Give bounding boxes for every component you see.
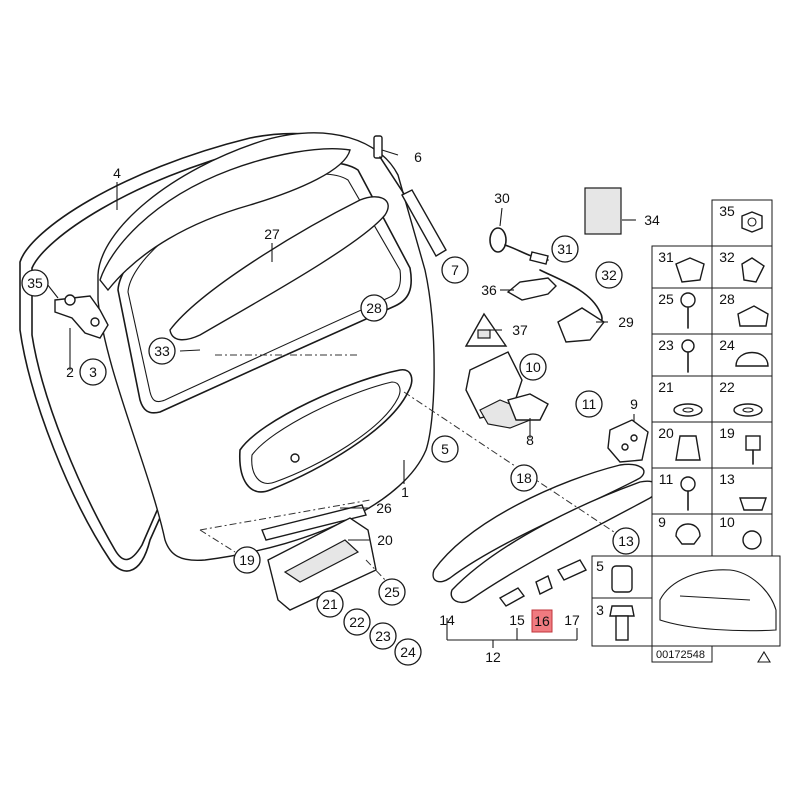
lock-assembly [464, 227, 649, 463]
callout-11: 11 [582, 396, 597, 412]
callout-23: 23 [375, 628, 391, 644]
grid-label-32: 32 [719, 249, 735, 265]
grid-label-3: 3 [596, 602, 604, 618]
callout-8: 8 [526, 432, 534, 448]
callout-13: 13 [618, 533, 634, 549]
callout-30: 30 [494, 190, 510, 206]
callout-33: 33 [154, 343, 170, 359]
grid-label-11: 11 [659, 471, 674, 487]
grid-label-10: 10 [719, 514, 735, 530]
callout-10: 10 [525, 359, 541, 375]
grid-label-9: 9 [658, 514, 666, 530]
callout-24: 24 [400, 644, 416, 660]
callout-19: 19 [239, 552, 255, 568]
grid-label-31: 31 [658, 249, 674, 265]
assembly-lines [199, 354, 627, 586]
callout-34: 34 [644, 212, 660, 228]
callout-29: 29 [618, 314, 634, 330]
callout-3: 3 [89, 364, 97, 380]
callout-5: 5 [441, 441, 449, 457]
grid-label-28: 28 [719, 291, 735, 307]
grid-label-23: 23 [658, 337, 674, 353]
grid-label-22: 22 [719, 379, 735, 395]
callout-7: 7 [451, 262, 459, 278]
grid-label-5: 5 [596, 558, 604, 574]
callout-1: 1 [401, 484, 409, 500]
callout-35: 35 [27, 275, 43, 291]
grid-label-21: 21 [658, 379, 674, 395]
grid-label-13: 13 [719, 471, 735, 487]
leader-lines [46, 149, 636, 648]
callout-20: 20 [377, 532, 393, 548]
hinge [54, 294, 109, 339]
callout-4: 4 [113, 165, 121, 181]
callouts [21, 235, 640, 666]
handle-trim [432, 463, 659, 607]
callout-28: 28 [366, 300, 382, 316]
grid-label-24: 24 [719, 337, 735, 353]
callout-6: 6 [414, 149, 422, 165]
callout-labels: 1 2 3 4 5 6 7 8 9 10 11 12 13 14 15 16 1… [27, 149, 660, 665]
callout-15: 15 [509, 612, 525, 628]
callout-36: 36 [481, 282, 497, 298]
callout-26: 26 [376, 500, 392, 516]
license-plate-holder [261, 504, 377, 611]
callout-12: 12 [485, 649, 501, 665]
grid-label-25: 25 [658, 291, 674, 307]
gas-strut [373, 135, 447, 257]
tailgate-panel [97, 132, 435, 562]
highlight-box-16 [531, 609, 553, 633]
callout-16: 16 [534, 613, 550, 629]
grid-labels: 35 31 32 25 28 23 24 21 22 20 19 11 13 9… [596, 203, 735, 661]
drawing-number: 00172548 [656, 649, 705, 661]
callout-25: 25 [384, 584, 400, 600]
grid-label-19: 19 [719, 425, 735, 441]
callout-32: 32 [601, 267, 617, 283]
info-card [584, 187, 622, 235]
grid-label-35: 35 [719, 203, 735, 219]
callout-31: 31 [557, 241, 573, 257]
parts-grid [591, 199, 781, 663]
callout-37: 37 [512, 322, 528, 338]
callout-9: 9 [630, 396, 638, 412]
callout-21: 21 [322, 596, 338, 612]
callout-27: 27 [264, 226, 280, 242]
callout-18: 18 [516, 470, 532, 486]
callout-22: 22 [349, 614, 365, 630]
callout-2: 2 [66, 364, 74, 380]
grid-label-20: 20 [658, 425, 674, 441]
callout-14: 14 [439, 612, 455, 628]
callout-17: 17 [564, 612, 580, 628]
